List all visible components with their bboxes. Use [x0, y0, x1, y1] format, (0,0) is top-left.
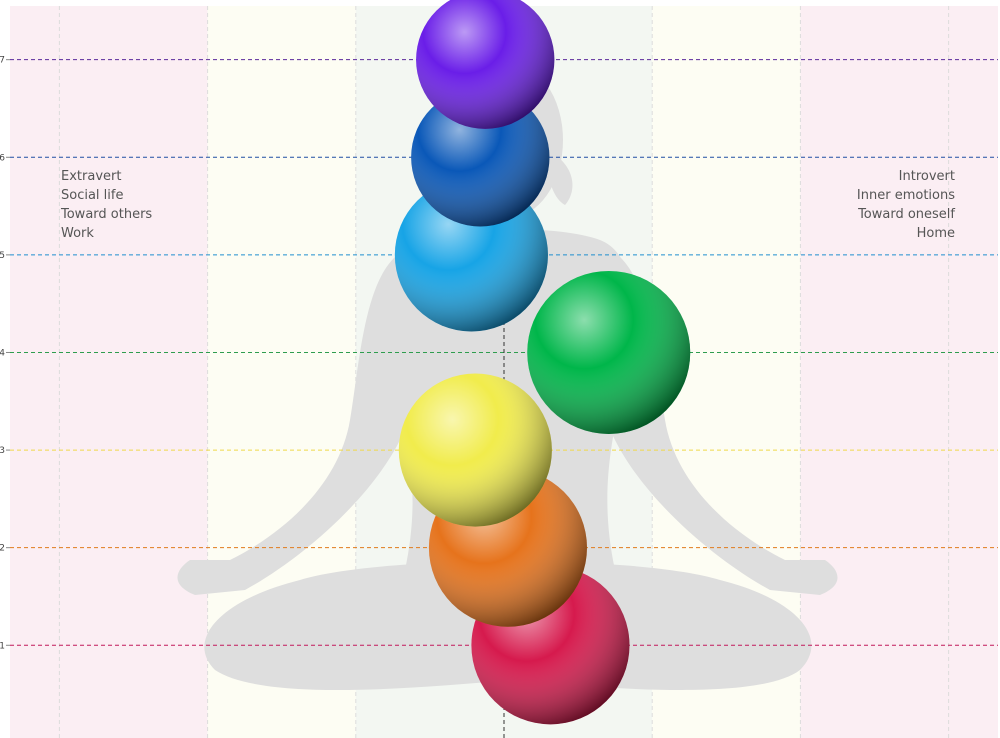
background-band-5	[800, 6, 998, 738]
chakra-point-4	[527, 271, 690, 434]
right-annotation-3: Toward oneself	[857, 205, 955, 224]
y-tick-label-4: 4	[0, 348, 5, 358]
y-tick-label-2: 2	[0, 544, 5, 554]
background-band-1	[10, 6, 208, 738]
y-axis-ticks: 1 2 3 4 5 6 7	[0, 56, 10, 652]
right-annotation-2: Inner emotions	[857, 186, 955, 205]
right-annotation-4: Home	[857, 224, 955, 243]
left-annotation-1: Extravert	[61, 167, 152, 186]
left-annotations: Extravert Social life Toward others Work	[61, 167, 152, 243]
chakra-point-shade-3	[399, 374, 552, 527]
left-annotation-2: Social life	[61, 186, 152, 205]
y-tick-label-6: 6	[0, 153, 5, 163]
y-tick-label-5: 5	[0, 251, 5, 261]
y-tick-label-7: 7	[0, 56, 5, 66]
chakra-point-shade-4	[527, 271, 690, 434]
left-annotation-4: Work	[61, 224, 152, 243]
y-tick-label-1: 1	[0, 641, 5, 651]
right-annotation-1: Introvert	[857, 167, 955, 186]
left-annotation-3: Toward others	[61, 205, 152, 224]
right-annotations: Introvert Inner emotions Toward oneself …	[857, 167, 955, 243]
chakra-point-3	[399, 374, 552, 527]
y-tick-label-3: 3	[0, 446, 5, 456]
